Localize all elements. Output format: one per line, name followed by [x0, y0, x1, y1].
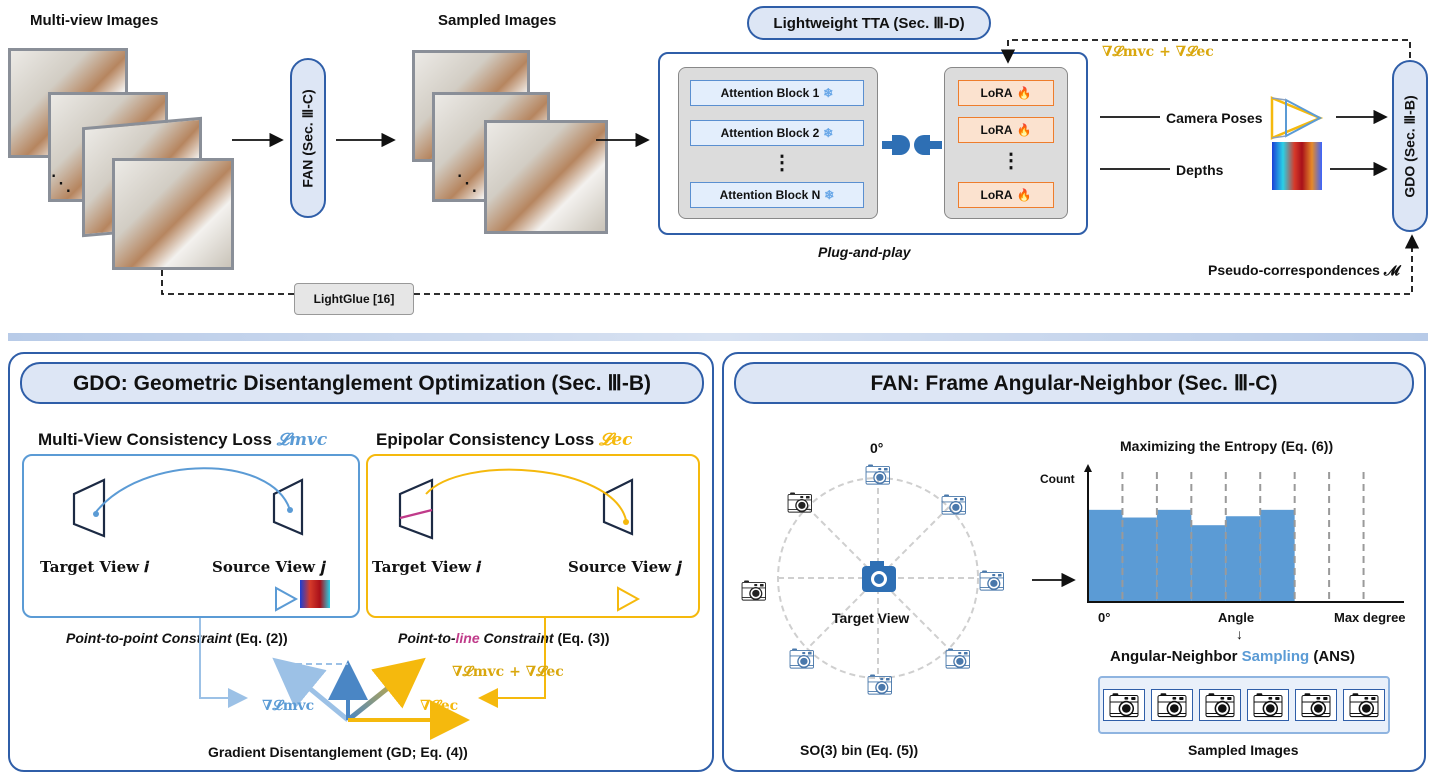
- gradient-arrows: [199, 618, 546, 740]
- sampled-label: Sampled Images: [438, 12, 557, 29]
- camera-icon: 📷︎: [786, 490, 814, 515]
- attention-block-n: Attention Block N❄: [690, 182, 864, 208]
- mvc-title: Multi-View Consistency Loss 𝓛mvc: [38, 430, 328, 450]
- tta-pill: Lightweight TTA (Sec. Ⅲ-D): [747, 6, 991, 40]
- fan-title: FAN: Frame Angular-Neighbor (Sec. Ⅲ-C): [734, 362, 1414, 404]
- fire-icon: 🔥: [1016, 86, 1032, 100]
- p2p-constraint: Point-to-point Constraint (Eq. (2)): [66, 630, 288, 646]
- camera-icon: 📷︎: [944, 646, 972, 671]
- histogram-bar: [1260, 509, 1295, 602]
- depth-map-small: [300, 580, 330, 608]
- gdo-panel: [8, 352, 714, 772]
- sampled-image-3: [484, 120, 608, 234]
- target-view-i-2: Target View 𝒊: [372, 558, 481, 576]
- camera-icon: 📷︎: [740, 578, 768, 603]
- gdo-pill: GDO (Sec. Ⅲ-B): [1392, 60, 1428, 232]
- mvc-box: [22, 454, 360, 618]
- grad-loss-top: ∇𝓛mvc + ∇𝓛ec: [1102, 44, 1214, 60]
- histogram-chart: [1084, 464, 1404, 603]
- x-tick-0: 0°: [1098, 610, 1111, 625]
- snowflake-icon: ❄: [823, 86, 834, 100]
- camera-icon: 📷︎: [864, 462, 892, 487]
- lora-block-1: LoRA🔥: [958, 80, 1054, 106]
- lora-block-2: LoRA🔥: [958, 117, 1054, 143]
- camera-frustum-icon: [1270, 96, 1324, 140]
- camera-icon: 📷︎: [978, 568, 1006, 593]
- camera-icon: 📷︎: [1151, 689, 1193, 721]
- camera-icon: 📷︎: [866, 672, 894, 697]
- p2l-constraint: Point-to-line Constraint (Eq. (3)): [398, 630, 610, 646]
- section-separator: [8, 333, 1428, 341]
- attention-block-2: Attention Block 2❄: [690, 120, 864, 146]
- depth-map-image: [1272, 142, 1322, 190]
- attention-ellipsis: ⋮: [772, 152, 792, 174]
- fire-icon: 🔥: [1016, 123, 1032, 137]
- grad-mvc-label: ∇𝓛mvc: [262, 698, 315, 714]
- gd-caption: Gradient Disentanglement (GD; Eq. (4)): [208, 744, 468, 760]
- ec-title: Epipolar Consistency Loss 𝓛ec: [376, 430, 633, 450]
- x-tick-max: Max degree: [1334, 610, 1406, 625]
- so3-circle: [777, 477, 979, 679]
- y-axis-arrow: [1084, 464, 1092, 472]
- multiview-image-4: [112, 158, 234, 270]
- plug-and-play-box: [658, 52, 1088, 235]
- count-label: Count: [1040, 472, 1075, 486]
- histogram-bar: [1122, 517, 1157, 602]
- plug-and-play-label: Plug-and-play: [818, 244, 911, 260]
- histogram-bar: [1225, 516, 1261, 602]
- snowflake-icon: ❄: [823, 126, 834, 140]
- camera-icon: 📷︎: [1247, 689, 1289, 721]
- fire-icon: 🔥: [1016, 188, 1032, 202]
- plug-icon: [882, 135, 942, 155]
- histogram-bar: [1088, 509, 1123, 602]
- camera-icon: 📷︎: [1199, 689, 1241, 721]
- target-view-label: Target View: [832, 610, 910, 626]
- histogram-bar: [1156, 509, 1192, 602]
- fan-pill: FAN (Sec. Ⅲ-C): [290, 58, 326, 218]
- histogram-axes: [1087, 466, 1404, 603]
- x-tick-angle: Angle: [1218, 610, 1255, 625]
- so3-caption: SO(3) bin (Eq. (5)): [800, 742, 919, 758]
- grad-sum-label: ∇𝓛mvc + ∇𝓛ec: [452, 664, 564, 680]
- ellipsis-2: ⋱: [456, 170, 478, 195]
- ellipsis-1: ⋱: [50, 170, 72, 195]
- attention-block-1: Attention Block 1❄: [690, 80, 864, 106]
- camera-icon: 📷︎: [1295, 689, 1337, 721]
- grad-ec-label: ∇𝓛ec: [420, 698, 459, 714]
- down-arrow: ↓: [1236, 626, 1243, 642]
- snowflake-icon: ❄: [824, 188, 835, 202]
- view-planes-drawing: [72, 467, 641, 612]
- camera-icon: 📷︎: [788, 646, 816, 671]
- lora-block-n: LoRA🔥: [958, 182, 1054, 208]
- lora-ellipsis: ⋮: [1001, 150, 1021, 172]
- sampled-cameras-box: 📷︎ 📷︎ 📷︎ 📷︎ 📷︎ 📷︎: [1098, 676, 1390, 734]
- camera-icon: 📷︎: [940, 492, 968, 517]
- source-view-j-1: Source View 𝒋: [212, 558, 326, 576]
- fan-panel: [722, 352, 1426, 772]
- sampled-images-caption: Sampled Images: [1188, 742, 1299, 758]
- target-view-i-1: Target View 𝒊: [40, 558, 149, 576]
- fan-arrow: [1032, 572, 1076, 588]
- ans-label: Angular-Neighbor Sampling (ANS): [1110, 648, 1356, 665]
- camera-icon: 📷︎: [1103, 689, 1145, 721]
- source-view-j-2: Source View 𝒋: [568, 558, 682, 576]
- top-connectors: [161, 39, 1420, 295]
- camera-icon: 📷︎: [1343, 689, 1385, 721]
- lightglue-box: LightGlue [16]: [294, 283, 414, 315]
- pseudo-corr-label: Pseudo-correspondences 𝓜: [1208, 262, 1400, 278]
- depths-label: Depths: [1176, 162, 1224, 178]
- gdo-title: GDO: Geometric Disentanglement Optimizat…: [20, 362, 704, 404]
- hist-title: Maximizing the Entropy (Eq. (6)): [1120, 438, 1334, 454]
- ec-box: [366, 454, 700, 618]
- camera-poses-label: Camera Poses: [1166, 110, 1263, 126]
- zero-deg-label: 0°: [870, 440, 884, 456]
- multiview-label: Multi-view Images: [30, 12, 159, 29]
- histogram-bar: [1191, 525, 1226, 602]
